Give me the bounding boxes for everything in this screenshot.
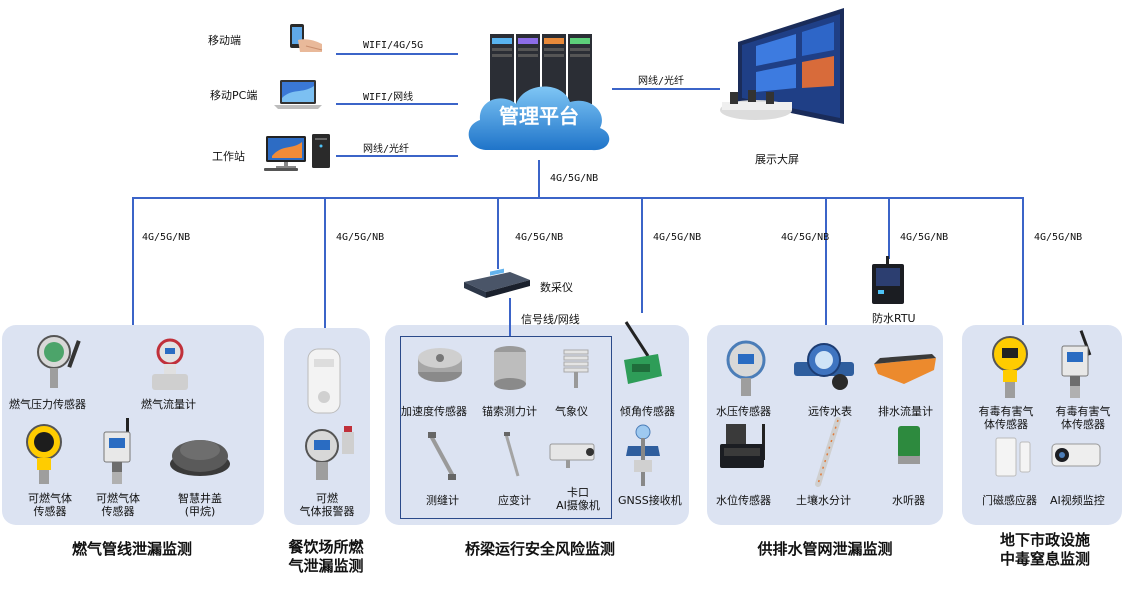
pc-link-label: WIFI/网线 (363, 92, 414, 103)
phone-icon (280, 22, 324, 52)
trunk-line (538, 160, 540, 198)
branch-restaurant (324, 197, 326, 328)
soil-moisture-meter-icon (812, 416, 842, 488)
anchor-dynamometer-icon (490, 344, 530, 392)
branch-label-rtu: 4G/5G/NB (900, 232, 949, 243)
water-level-sensor-label: 水位传感器 (716, 494, 771, 507)
toxic-gas-sensor-2-icon (1054, 330, 1098, 400)
gas-flow-meter-label: 燃气流量计 (141, 398, 196, 411)
combustible-gas-sensor-2-icon (98, 418, 138, 488)
screen-link-label: 网线/光纤 (638, 76, 685, 87)
data-collector-icon (460, 268, 532, 300)
screen-link-line (612, 88, 720, 90)
water-group-title: 供排水管网泄漏监测 (757, 540, 893, 558)
weather-station-icon (560, 346, 592, 390)
branch-underground (1022, 197, 1024, 325)
branch-label-restaurant: 4G/5G/NB (336, 232, 385, 243)
gas-alarm-icon (304, 345, 344, 417)
pc-link-line (336, 103, 458, 105)
gas-flow-meter-icon (148, 336, 192, 392)
combustible-gas-sensor-label-1: 可燃气体 传感器 (28, 492, 72, 518)
toxic-gas-sensor-label-2: 有毒有害气 体传感器 (1055, 405, 1111, 431)
mobile-link-line (336, 53, 458, 55)
workstation-icon (262, 132, 336, 172)
combustible-gas-sensor-icon (24, 422, 64, 488)
water-pressure-sensor-icon (720, 336, 770, 400)
branch-label-bridge: 4G/5G/NB (515, 232, 564, 243)
gas-pressure-sensor-label: 燃气压力传感器 (9, 398, 86, 411)
branch-water (825, 197, 827, 325)
strain-gauge-label: 应变计 (498, 494, 531, 507)
smart-manhole-cover-label: 智慧井盖 (甲烷) (178, 492, 222, 518)
restaurant-group-title: 餐饮场所燃 气泄漏监测 (288, 538, 364, 575)
platform-label: 管理平台 (499, 104, 579, 128)
door-sensor-icon (994, 434, 1034, 480)
crack-meter-label: 测缝计 (426, 494, 459, 507)
rtu-icon (870, 256, 908, 308)
workstation-label: 工作站 (212, 150, 245, 163)
bus-line (132, 197, 1024, 199)
collector-link-label: 信号线/网线 (521, 313, 580, 326)
ai-video-camera-label: AI视频监控 (1050, 494, 1105, 507)
mobile-label: 移动端 (208, 34, 241, 47)
soil-moisture-meter-label: 土壤水分计 (796, 494, 851, 507)
remote-water-meter-label: 远传水表 (808, 405, 852, 418)
accelerometer-label: 加速度传感器 (401, 405, 467, 418)
accelerometer-icon (414, 346, 466, 386)
branch-label-water: 4G/5G/NB (781, 232, 830, 243)
bridge-group-title: 桥梁运行安全风险监测 (464, 540, 615, 558)
weather-station-label: 气象仪 (555, 405, 588, 418)
ai-camera-icon (546, 440, 600, 472)
branch-label-underground: 4G/5G/NB (1034, 232, 1083, 243)
ai-video-camera-icon (1048, 436, 1108, 476)
gas-group-title: 燃气管线泄漏监测 (71, 540, 192, 558)
remote-water-meter-icon (792, 340, 856, 394)
laptop-icon (272, 78, 324, 110)
rtu-label: 防水RTU (872, 312, 916, 325)
gas-alarm-label: 可燃 气体报警器 (299, 492, 355, 518)
screen-label: 展示大屏 (755, 153, 799, 166)
gnss-receiver-icon (622, 424, 664, 490)
gas-detector-icon (302, 424, 362, 486)
collector-label: 数采仪 (540, 281, 573, 294)
water-level-sensor-icon (716, 420, 772, 476)
toxic-gas-sensor-icon (990, 334, 1030, 402)
bridge-collector-box (400, 336, 612, 519)
gnss-receiver-label: GNSS接收机 (618, 494, 682, 507)
water-pressure-sensor-label: 水压传感器 (716, 405, 771, 418)
combustible-gas-sensor-label-2: 可燃气体 传感器 (96, 492, 140, 518)
crack-meter-icon (422, 430, 462, 482)
workstation-link-label: 网线/光纤 (363, 144, 410, 155)
pc-label: 移动PC端 (210, 89, 258, 102)
branch-collector (497, 197, 499, 269)
branch-rtu (888, 197, 890, 259)
display-wall-icon (716, 6, 850, 136)
drainage-flow-meter-icon (870, 348, 940, 388)
tilt-sensor-icon (618, 320, 668, 390)
gas-pressure-sensor-icon (32, 332, 92, 390)
branch-label-gas: 4G/5G/NB (142, 232, 191, 243)
smart-manhole-cover-icon (168, 434, 232, 478)
door-sensor-label: 门磁感应器 (982, 494, 1037, 507)
branch-label-tilt: 4G/5G/NB (653, 232, 702, 243)
workstation-link-line (336, 155, 458, 157)
anchor-dynamometer-label: 锚索测力计 (482, 405, 537, 418)
cloud-icon (458, 74, 618, 158)
collector-to-box (509, 298, 511, 336)
hydrophone-label: 水听器 (892, 494, 925, 507)
drainage-flow-meter-label: 排水流量计 (878, 405, 933, 418)
underground-group-panel (962, 325, 1122, 525)
mobile-link-label: WIFI/4G/5G (363, 40, 424, 51)
underground-group-title: 地下市政设施 中毒窒息监测 (999, 531, 1090, 568)
toxic-gas-sensor-label-1: 有毒有害气 体传感器 (978, 405, 1034, 431)
hydrophone-icon (894, 422, 924, 468)
trunk-link-label: 4G/5G/NB (550, 173, 599, 184)
ai-camera-label: 卡口 AI摄像机 (556, 486, 600, 512)
branch-tilt (641, 197, 643, 313)
tilt-sensor-label: 倾角传感器 (620, 405, 675, 418)
branch-gas (132, 197, 134, 325)
strain-gauge-icon (500, 432, 524, 480)
